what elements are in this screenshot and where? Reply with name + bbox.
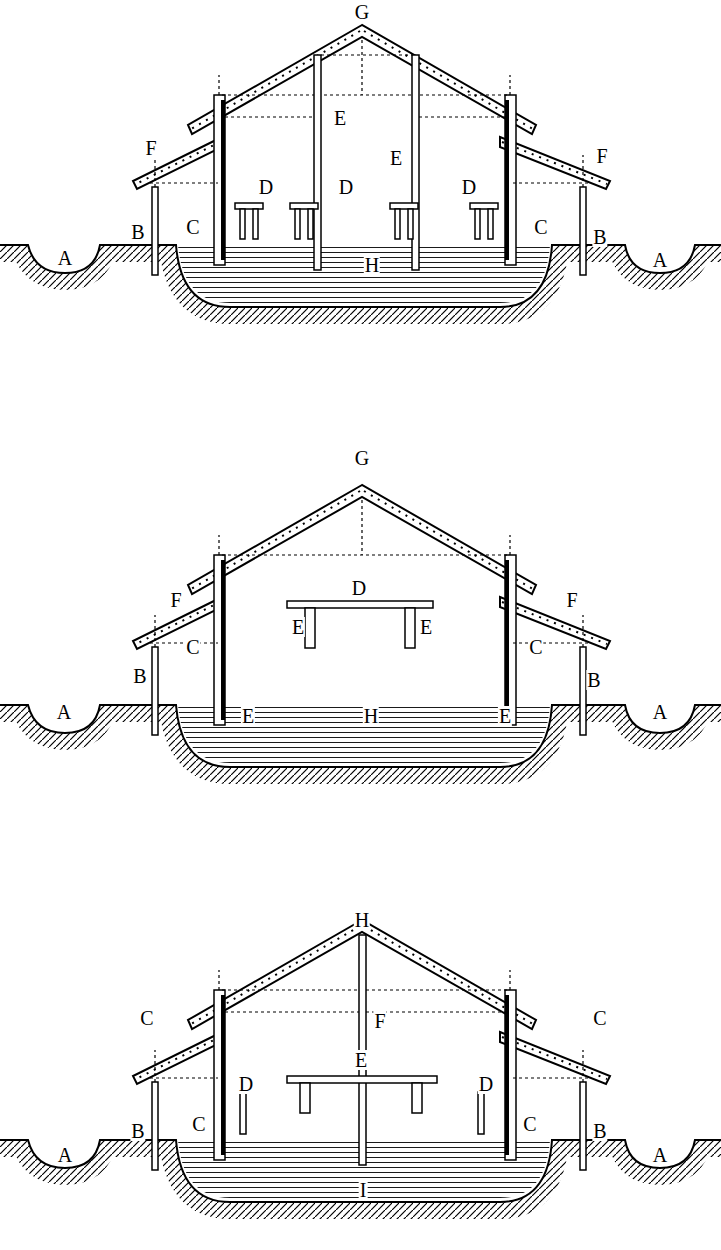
part-letter: E bbox=[241, 706, 255, 726]
part-letter: E bbox=[333, 108, 347, 128]
part-letter: B bbox=[130, 222, 145, 242]
part-letter: B bbox=[130, 1121, 145, 1141]
part-letter: B bbox=[592, 1121, 607, 1141]
part-letter: C bbox=[185, 217, 200, 237]
part-letter: F bbox=[144, 138, 157, 158]
part-letter: A bbox=[57, 248, 73, 268]
part-letter: E bbox=[354, 1050, 368, 1070]
part-letter: D bbox=[258, 177, 274, 197]
part-letter: C bbox=[528, 637, 543, 657]
part-letter: I bbox=[359, 1180, 368, 1200]
part-letter: D bbox=[461, 177, 477, 197]
part-letter: D bbox=[238, 1074, 254, 1094]
part-letter: C bbox=[592, 1008, 607, 1028]
part-letter: D bbox=[351, 578, 367, 598]
part-letter: G bbox=[354, 2, 370, 22]
part-letter: A bbox=[56, 702, 72, 722]
part-letter: E bbox=[419, 617, 433, 637]
part-letter: E bbox=[389, 148, 403, 168]
part-letter: H bbox=[364, 255, 380, 275]
part-letter: H bbox=[354, 910, 370, 930]
part-letter: F bbox=[373, 1011, 386, 1031]
part-letter: C bbox=[185, 637, 200, 657]
part-letter: C bbox=[522, 1114, 537, 1134]
section-two bbox=[0, 485, 721, 825]
section-three bbox=[0, 920, 721, 1250]
part-letter: A bbox=[652, 250, 668, 270]
part-letter: D bbox=[478, 1074, 494, 1094]
section-one bbox=[0, 25, 721, 365]
part-letter: C bbox=[139, 1008, 154, 1028]
part-letter: B bbox=[592, 227, 607, 247]
part-letter: C bbox=[533, 217, 548, 237]
part-letter: A bbox=[57, 1145, 73, 1165]
part-letter: B bbox=[132, 666, 147, 686]
part-letter: F bbox=[565, 590, 578, 610]
part-letter: G bbox=[354, 448, 370, 468]
part-letter: A bbox=[652, 702, 668, 722]
part-letter: C bbox=[191, 1114, 206, 1134]
part-letter: E bbox=[498, 706, 512, 726]
part-letter: E bbox=[291, 617, 305, 637]
part-letter: F bbox=[169, 590, 182, 610]
part-letter: H bbox=[363, 706, 379, 726]
part-letter: A bbox=[652, 1145, 668, 1165]
part-letter: B bbox=[586, 670, 601, 690]
part-letter: D bbox=[338, 177, 354, 197]
part-letter: F bbox=[595, 146, 608, 166]
